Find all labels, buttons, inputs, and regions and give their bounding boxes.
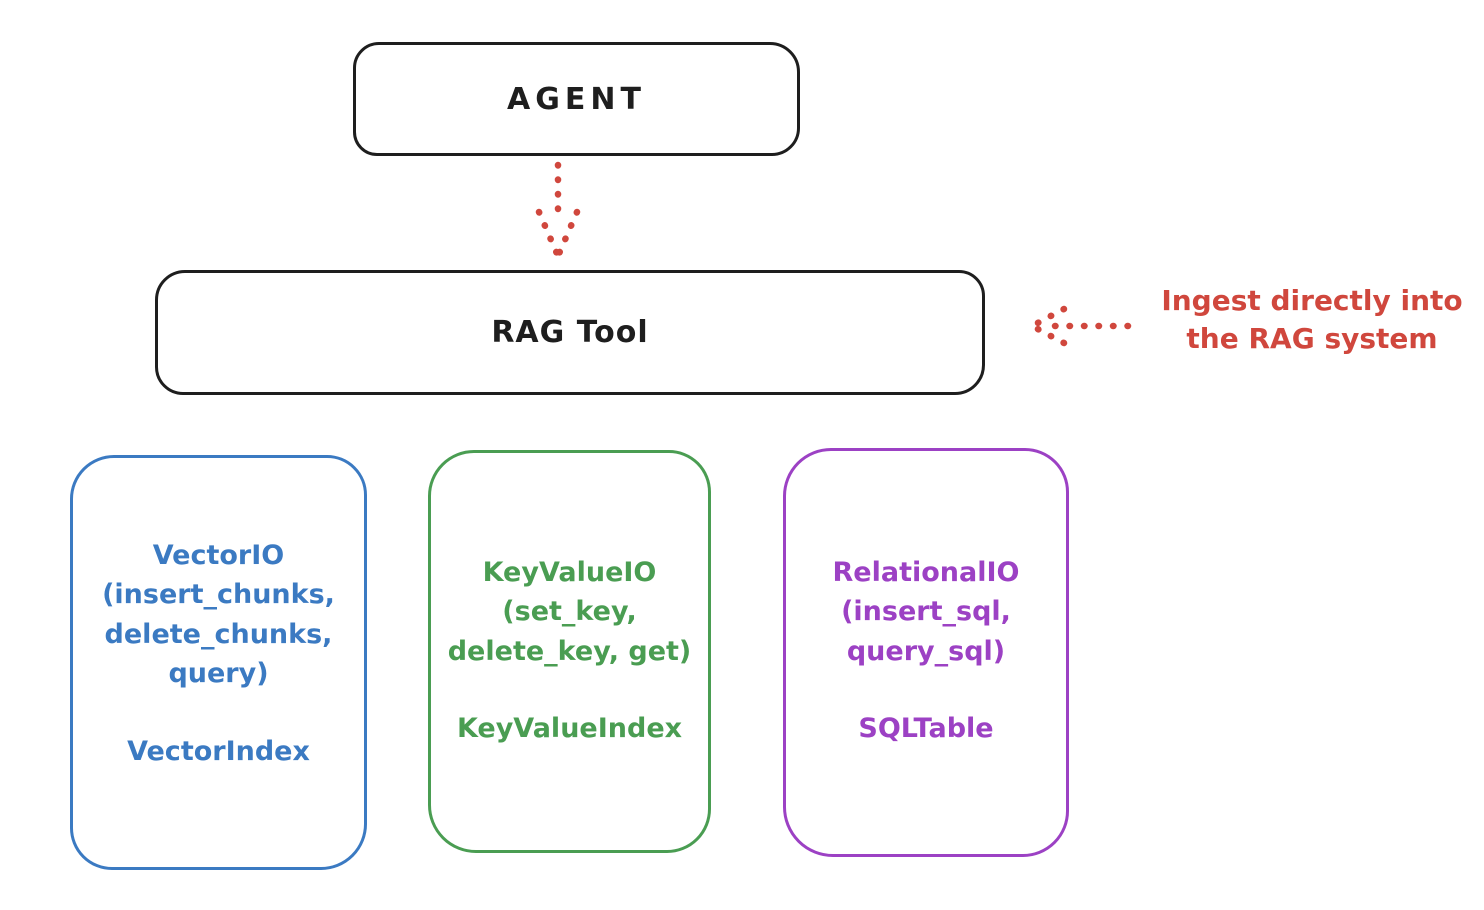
sql-table-label: SQLTable (858, 713, 994, 745)
vector-io-label: VectorIO (insert_chunks, delete_chunks, … (102, 540, 335, 690)
keyvalue-io-label: KeyValueIO (set_key, delete_key, get) (447, 557, 692, 667)
dotted-arrow-left-icon (1028, 305, 1132, 347)
rag-tool-box: RAG Tool (155, 270, 985, 395)
vector-io-box: VectorIO (insert_chunks, delete_chunks, … (70, 455, 367, 870)
vector-index-label: VectorIndex (127, 735, 310, 767)
agent-label: AGENT (507, 81, 646, 117)
agent-box: AGENT (353, 42, 800, 156)
relational-io-box: RelationalIO (insert_sql, query_sql) SQL… (783, 448, 1069, 857)
relational-io-label: RelationalIO (insert_sql, query_sql) (832, 557, 1020, 667)
dotted-arrow-down-icon (535, 161, 581, 260)
rag-tool-label: RAG Tool (491, 315, 649, 350)
ingest-annotation: Ingest directly into the RAG system (1161, 284, 1463, 355)
keyvalue-io-box: KeyValueIO (set_key, delete_key, get) Ke… (428, 450, 711, 853)
keyvalue-index-label: KeyValueIndex (456, 713, 683, 745)
